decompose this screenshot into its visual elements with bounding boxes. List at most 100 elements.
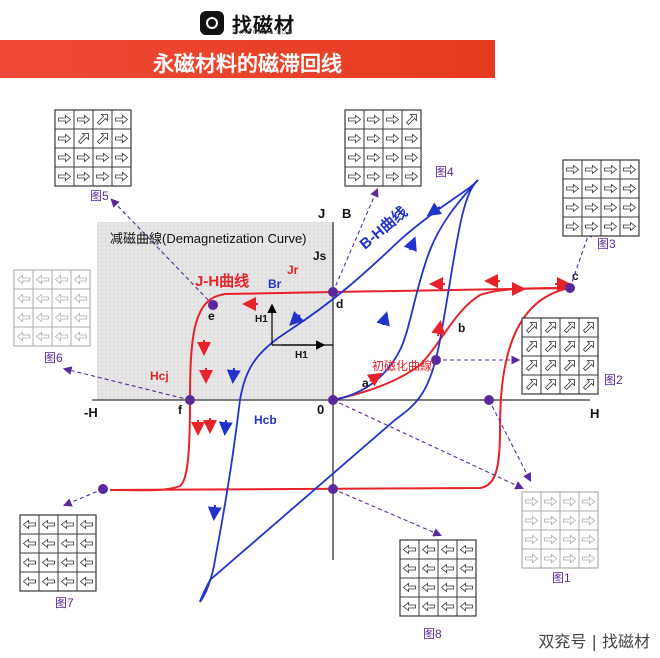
domain-arrow-icon [604,164,618,175]
domain-arrow-icon [604,221,618,232]
domain-arrow-icon [79,576,93,587]
domain-arrow-icon [563,534,577,545]
fig3-domain-grid [562,159,640,237]
domain-arrow-icon [58,171,72,182]
domain-arrow-icon [386,114,400,125]
domain-arrow-icon [348,133,362,144]
domain-arrow-icon [367,171,381,182]
j-axis-label: J [318,206,325,221]
logo-text: 找磁材 [232,12,295,37]
domain-arrow-icon [54,312,68,323]
domain-arrow-icon [405,171,419,182]
domain-arrow-icon [525,379,537,391]
domain-arrow-icon [544,515,558,526]
domain-arrow-icon [402,563,416,574]
domain-arrow-icon [623,221,637,232]
domain-arrow-icon [582,379,594,391]
domain-arrow-icon [585,221,599,232]
domain-arrow-icon [623,202,637,213]
domain-arrow-icon [525,341,537,353]
domain-arrow-icon [604,183,618,194]
domain-arrow-icon [544,322,556,334]
domain-arrow-icon [405,114,417,126]
fig2-label: 图2 [604,373,623,387]
logo-icon [200,11,224,35]
domain-arrow-icon [73,293,87,304]
neg-h-axis-label: -H [84,405,98,420]
domain-arrow-icon [440,601,454,612]
fig6-domain-grid [13,269,91,347]
domain-arrow-icon [115,152,129,163]
domain-arrow-icon [22,519,36,530]
domain-arrow-icon [115,171,129,182]
fig5-label: 图5 [90,189,109,203]
page-title: 永磁材料的磁滞回线 [153,52,342,76]
domain-arrow-icon [16,274,30,285]
title-banner: 永磁材料的磁滞回线 [0,40,495,78]
domain-arrow-icon [623,183,637,194]
domain-arrow-icon [544,379,556,391]
logo: 找磁材 [200,8,295,38]
domain-arrow-icon [563,341,575,353]
domain-arrow-icon [544,534,558,545]
domain-arrow-icon [22,538,36,549]
domain-arrow-icon [367,152,381,163]
domain-arrow-icon [386,133,400,144]
bh-curve-label: B-H曲线 [356,203,411,253]
domain-arrow-icon [459,563,473,574]
domain-arrow-icon [22,576,36,587]
domain-arrow-icon [73,312,87,323]
domain-arrow-icon [60,557,74,568]
domain-arrow-icon [348,114,362,125]
point-f-label: f [178,403,183,417]
domain-arrow-icon [41,576,55,587]
origin-label: 0 [317,402,324,417]
domain-arrow-icon [348,152,362,163]
domain-arrow-icon [563,360,575,372]
domain-arrow-icon [77,152,91,163]
bh-lower-branch [199,179,479,603]
domain-arrow-icon [525,496,539,507]
fig8-domain-grid [399,539,477,617]
domain-arrow-icon [54,274,68,285]
domain-arrow-icon [525,322,537,334]
fig1-domain-grid [521,491,599,569]
domain-arrow-icon [386,152,400,163]
domain-arrow-icon [41,519,55,530]
domain-arrow-icon [79,519,93,530]
domain-arrow-icon [585,164,599,175]
domain-arrow-icon [582,360,594,372]
domain-arrow-icon [421,544,435,555]
domain-arrow-icon [79,538,93,549]
domain-arrow-icon [402,544,416,555]
domain-arrow-icon [16,331,30,342]
domain-arrow-icon [440,582,454,593]
domain-arrow-icon [563,496,577,507]
domain-arrow-icon [525,553,539,564]
domain-arrow-icon [79,557,93,568]
domain-arrow-icon [582,322,594,334]
domain-arrow-icon [16,293,30,304]
fig7-label: 图7 [55,596,74,610]
domain-arrow-icon [58,152,72,163]
domain-arrow-icon [402,582,416,593]
fig2-domain-grid [521,317,599,395]
domain-arrow-icon [525,360,537,372]
domain-arrow-icon [582,515,596,526]
domain-arrow-icon [348,171,362,182]
domain-arrow-icon [367,133,381,144]
watermark: 双兖号 | 找磁材 [538,632,650,651]
domain-arrow-icon [402,601,416,612]
fig5-domain-grid [54,109,132,187]
bh-upper-branch [199,179,479,603]
jh-upper-branch [109,287,571,492]
point-c-label: c [572,269,579,283]
hcj-label: Hcj [150,369,169,383]
domain-arrow-icon [459,544,473,555]
domain-arrow-icon [585,183,599,194]
domain-arrow-icon [440,544,454,555]
jr-label: Jr [287,263,299,277]
point-e-label: e [208,309,215,323]
domain-arrow-icon [421,582,435,593]
